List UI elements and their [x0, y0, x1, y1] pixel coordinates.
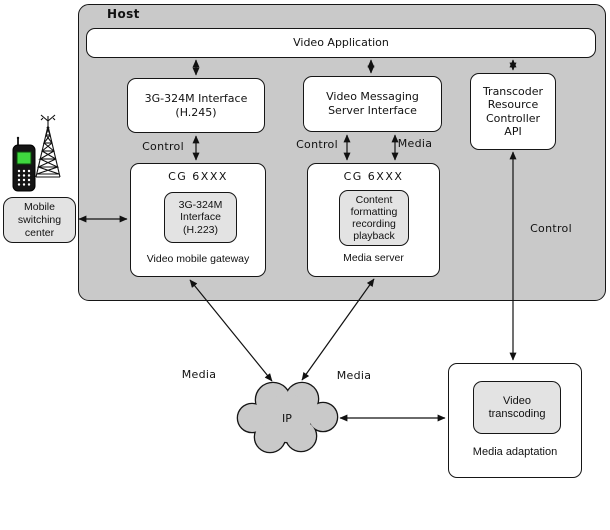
- video-application-label: Video Application: [293, 36, 389, 49]
- trc-line1: Transcoder: [482, 84, 544, 98]
- msc-line1: Mobile: [24, 200, 55, 213]
- media-label-left: Media: [181, 368, 217, 381]
- trc-line4: API: [504, 125, 522, 138]
- media-server-title: CG 6XXX: [343, 170, 404, 183]
- h245-line2: (H.245): [175, 105, 217, 119]
- vt-line2: transcoding: [488, 407, 546, 420]
- ms-line2: formatting: [350, 206, 398, 218]
- host-label: Host: [107, 7, 140, 21]
- mobile-switching-center-box: Mobile switching center: [3, 197, 76, 243]
- h245-line1: 3G-324M Interface: [144, 91, 248, 105]
- media-label-media-server: Media: [397, 137, 433, 150]
- antenna-tower-icon: [35, 114, 61, 178]
- media-adaptation-caption: Media adaptation: [472, 446, 558, 458]
- control-label-gateway: Control: [142, 140, 184, 153]
- msc-line2: switching: [17, 213, 62, 226]
- video-transcoding-inner-box: Video transcoding: [473, 381, 561, 434]
- h223-line1: 3G-324M: [178, 198, 223, 211]
- media-server-box: CG 6XXX Content formatting recording pla…: [307, 163, 440, 277]
- video-messaging-interface-box: Video Messaging Server Interface: [303, 76, 442, 132]
- h245-interface-box: 3G-324M Interface (H.245): [127, 78, 265, 133]
- gateway-title: CG 6XXX: [168, 170, 228, 183]
- h223-line2: Interface: [180, 211, 221, 224]
- gateway-caption: Video mobile gateway: [146, 253, 250, 265]
- ms-line3: recording: [352, 218, 396, 230]
- transcoder-api-box: Transcoder Resource Controller API: [470, 73, 556, 150]
- mobile-phone-icon: [12, 136, 36, 192]
- ms-line1: Content: [355, 194, 393, 206]
- trc-line2: Resource: [487, 98, 539, 111]
- video-mobile-gateway-box: CG 6XXX 3G-324M Interface (H.223) Video …: [130, 163, 266, 277]
- ms-line4: playback: [353, 230, 395, 242]
- msc-line3: center: [24, 226, 55, 239]
- video-application-box: Video Application: [86, 28, 596, 58]
- ip-cloud: IP: [236, 381, 339, 454]
- ip-cloud-label: IP: [282, 412, 292, 425]
- control-label-media-server: Control: [296, 138, 338, 151]
- vmsi-line2: Server Interface: [328, 104, 417, 117]
- cloud-fill: [238, 383, 337, 452]
- vmsi-line1: Video Messaging: [326, 90, 419, 103]
- media-adaptation-box: Video transcoding Media adaptation: [448, 363, 582, 478]
- vt-line1: Video: [503, 394, 531, 407]
- content-formatting-inner-box: Content formatting recording playback: [339, 190, 409, 246]
- control-label-transcoder: Control: [530, 222, 572, 235]
- media-server-caption: Media server: [343, 252, 404, 264]
- h223-inner-box: 3G-324M Interface (H.223): [164, 192, 237, 243]
- h223-line3: (H.223): [182, 223, 218, 236]
- trc-line3: Controller: [485, 111, 541, 125]
